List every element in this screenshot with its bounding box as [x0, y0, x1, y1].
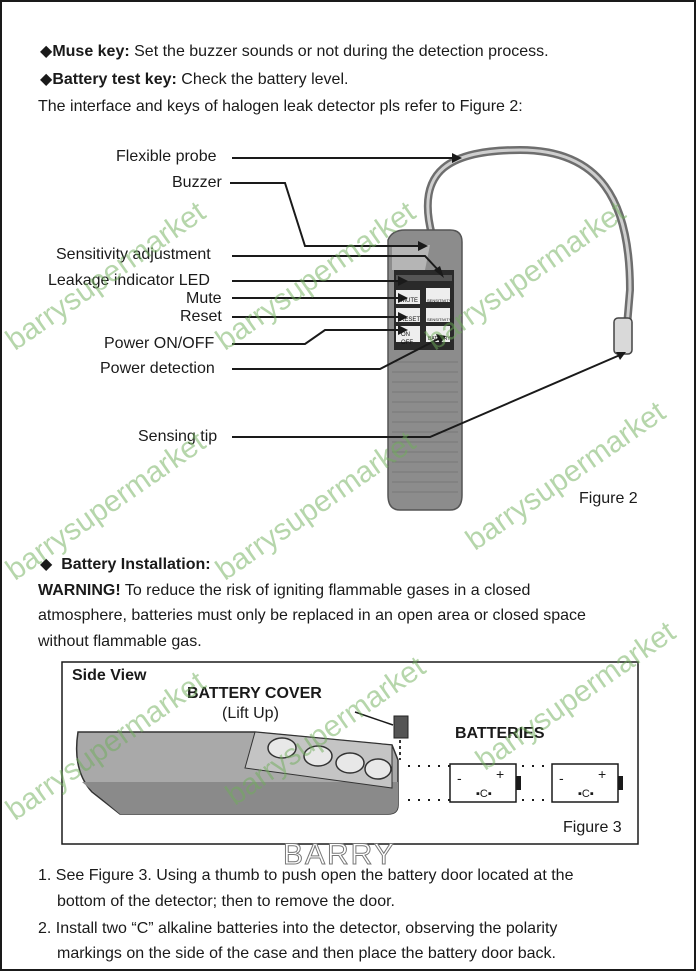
warning-line-1-text: To reduce the risk of igniting flammable… — [120, 582, 531, 599]
step-1-line-2: bottom of the detector; then to remove t… — [57, 893, 395, 910]
warning-line-1: WARNING! To reduce the risk of igniting … — [38, 581, 530, 601]
battery-heading-text: Battery Installation: — [61, 556, 211, 573]
label-sensitivity: Sensitivity adjustment — [56, 246, 211, 263]
battery-cover-label: BATTERY COVER — [187, 685, 322, 702]
battery-cover-lifted — [393, 715, 409, 739]
button-circles — [267, 737, 392, 780]
device-on-text: ON — [401, 332, 410, 338]
device-reset-text: RESET — [400, 317, 421, 323]
device-sens-up-text: SENSITIVITY — [427, 298, 452, 303]
buzzer-grille — [392, 245, 430, 270]
battery-cell-2 — [551, 763, 619, 803]
cell2-label-text: C — [581, 788, 590, 800]
cover-leader-line — [354, 711, 394, 726]
label-flexible-probe: Flexible probe — [116, 148, 217, 165]
cell1-label-text: C — [479, 788, 488, 800]
battery-key-text: Check the battery level. — [176, 71, 349, 88]
diamond-bullet-icon: ◆ — [40, 556, 53, 573]
battery-cell-2-terminal — [618, 776, 623, 790]
battery-guides — [408, 765, 548, 801]
step-1-text-1: See Figure 3. Using a thumb to push open… — [55, 867, 574, 884]
arrow-heads — [398, 153, 626, 360]
battery-heading: ◆ Battery Installation: — [40, 555, 211, 575]
battery-key-line: ◆Battery test key: Check the battery lev… — [40, 70, 348, 90]
cell1-minus: - — [457, 770, 462, 786]
battery-cell-1-terminal — [516, 776, 521, 790]
label-buzzer: Buzzer — [172, 174, 222, 191]
label-mute: Mute — [186, 290, 222, 307]
warning-line-3: without flammable gas. — [38, 633, 202, 650]
label-sensing-tip: Sensing tip — [138, 428, 218, 445]
diamond-bullet-icon: ◆ — [40, 71, 53, 88]
sensitivity-up-key[interactable] — [426, 288, 450, 302]
cell2-label: ▪C▪ — [578, 788, 594, 800]
label-power-detection: Power detection — [100, 360, 215, 377]
interface-text: The interface and keys of halogen leak d… — [38, 98, 523, 115]
diamond-bullet-icon: ◆ — [40, 43, 53, 60]
step-2-text-1: Install two “C” alkaline batteries into … — [55, 920, 558, 937]
mute-key-line: ◆Muse key: Set the buzzer sounds or not … — [40, 42, 549, 62]
batteries-label: BATTERIES — [455, 725, 545, 742]
flexible-probe-highlight — [426, 148, 632, 339]
warning-label: WARNING! — [38, 582, 121, 599]
label-led: Leakage indicator LED — [48, 272, 210, 289]
cell2-plus: + — [598, 766, 607, 782]
step-2-line-1: 2. Install two “C” alkaline batteries in… — [38, 919, 557, 939]
step-1-line-1: 1. See Figure 3. Using a thumb to push o… — [38, 866, 573, 886]
grip-ribs — [392, 361, 458, 493]
cell1-label: ▪C▪ — [476, 788, 492, 800]
figure2-caption: Figure 2 — [579, 490, 638, 507]
sensitivity-down-key[interactable] — [426, 308, 450, 322]
side-view-label: Side View — [72, 667, 147, 684]
battery-key-label: Battery test key: — [52, 71, 177, 88]
brand-mark: BARRY — [283, 838, 396, 872]
step-2-line-2: markings on the side of the case and the… — [57, 945, 556, 962]
cell1-plus: + — [496, 766, 505, 782]
label-reset: Reset — [180, 308, 222, 325]
warning-line-2: atmosphere, batteries must only be repla… — [38, 607, 586, 624]
detector-side-bottom — [82, 782, 398, 814]
led-strip — [396, 275, 452, 281]
device-battery-text: BATTERY — [428, 336, 451, 342]
figure3-caption: Figure 3 — [563, 819, 622, 836]
mute-key-label: Muse key: — [52, 43, 130, 60]
label-power-onoff: Power ON/OFF — [104, 335, 215, 352]
cell2-minus: - — [559, 770, 564, 786]
lift-up-label: (Lift Up) — [222, 705, 279, 722]
mute-key-text: Set the buzzer sounds or not during the … — [129, 43, 549, 60]
device-sens-down-text: SENSITIVITY — [427, 317, 452, 322]
device-off-text: OFF — [401, 340, 413, 346]
device-mute-text: MUTE — [401, 298, 418, 304]
leader-lines — [230, 157, 621, 438]
step-2-number: 2. — [38, 920, 52, 937]
step-1-number: 1. — [38, 867, 52, 884]
battery-cell-1 — [449, 763, 517, 803]
